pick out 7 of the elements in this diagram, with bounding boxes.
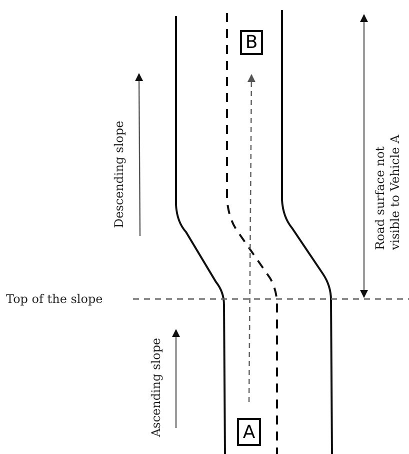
road-annotation: Top of the slope: [6, 292, 103, 306]
road-annotation: Ascending slope: [149, 338, 163, 437]
arrow: [247, 74, 256, 402]
vehicle-label-box: B: [240, 30, 263, 55]
vehicle-label-box: A: [237, 418, 261, 446]
road-annotation: Descending slope: [112, 120, 126, 228]
road-annotation: Road surface not visible to Vehicle A: [373, 134, 403, 250]
